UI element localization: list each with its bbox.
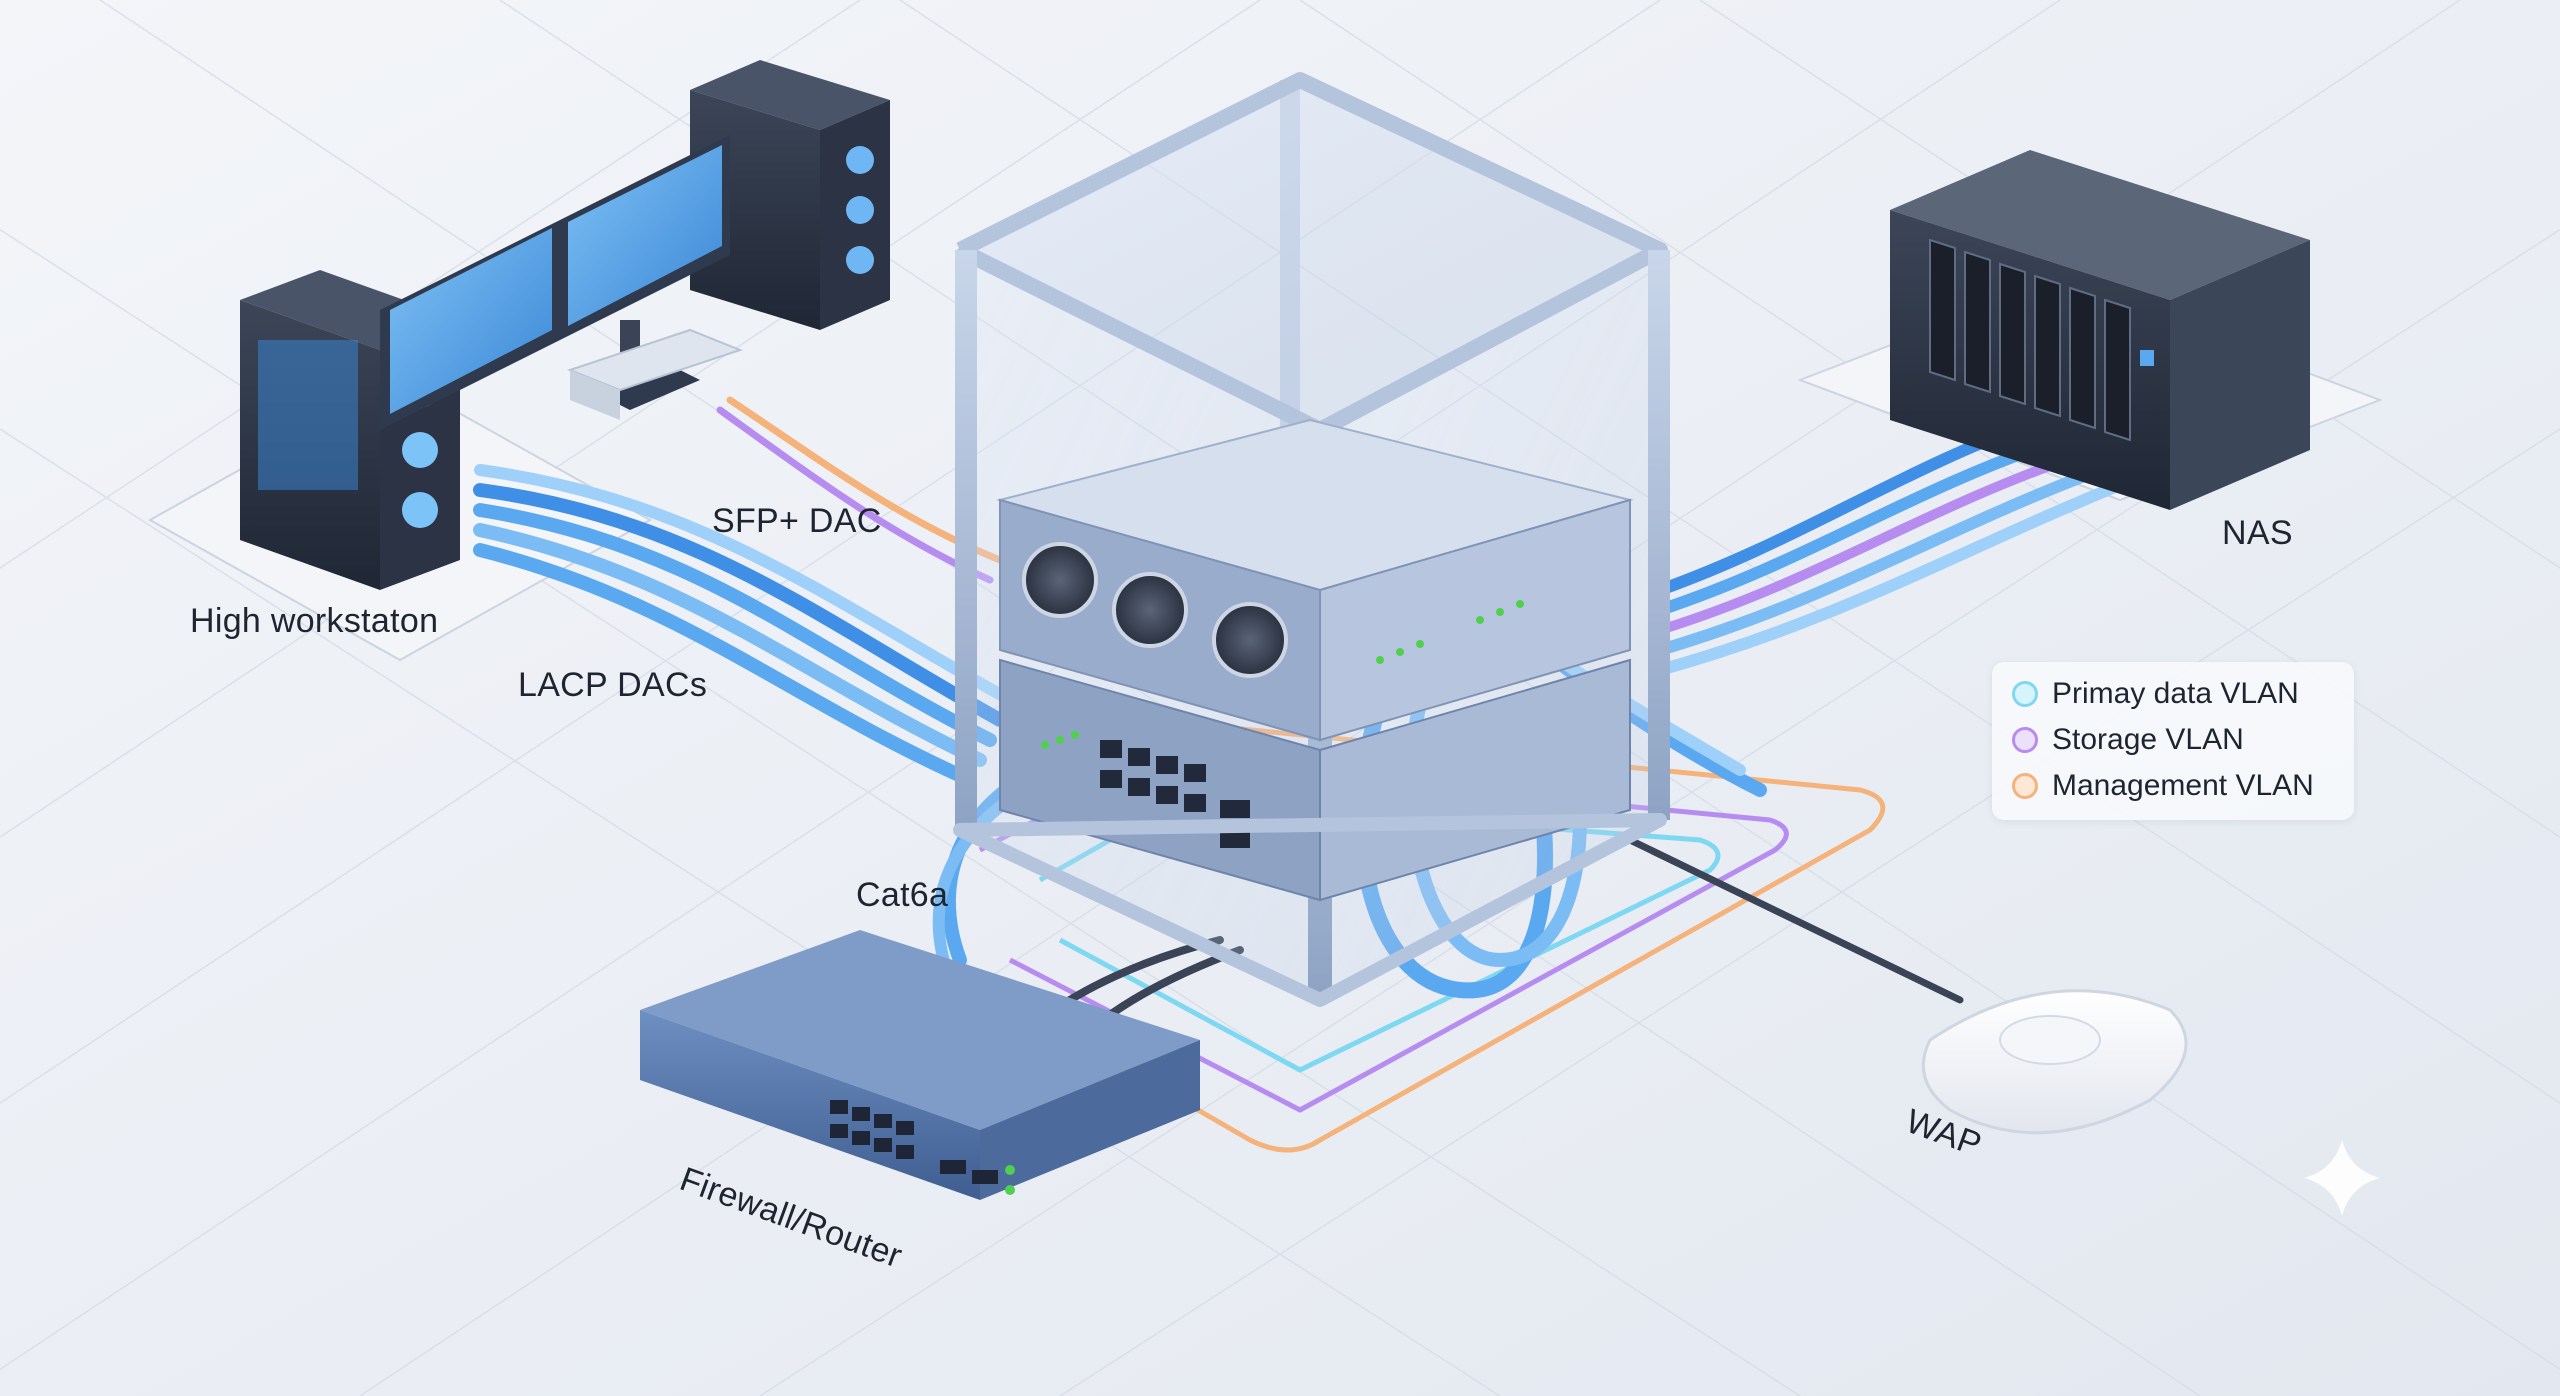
management-vlan-dot-icon bbox=[2012, 773, 2038, 799]
rack-icon bbox=[955, 80, 1670, 1000]
nas-label: NAS bbox=[2222, 514, 2293, 553]
fan-icon bbox=[1024, 544, 1096, 616]
legend-label: Storage VLAN bbox=[2052, 723, 2244, 757]
legend-item-primary: Primay data VLAN bbox=[2012, 674, 2299, 714]
lacp-label: LACP DACs bbox=[518, 666, 707, 705]
fan-icon bbox=[1114, 574, 1186, 646]
legend-label: Management VLAN bbox=[2052, 769, 2314, 803]
cat6a-label: Cat6a bbox=[856, 876, 948, 915]
storage-vlan-dot-icon bbox=[2012, 727, 2038, 753]
workstation-label: High workstaton bbox=[190, 602, 438, 641]
legend-label: Primay data VLAN bbox=[2052, 677, 2299, 711]
fan-icon bbox=[1214, 604, 1286, 676]
primary-vlan-dot-icon bbox=[2012, 681, 2038, 707]
vlan-legend: Primay data VLAN Storage VLAN Management… bbox=[1992, 662, 2354, 820]
legend-item-storage: Storage VLAN bbox=[2012, 720, 2244, 760]
legend-item-management: Management VLAN bbox=[2012, 766, 2314, 806]
sfp-label: SFP+ DAC bbox=[712, 502, 882, 541]
